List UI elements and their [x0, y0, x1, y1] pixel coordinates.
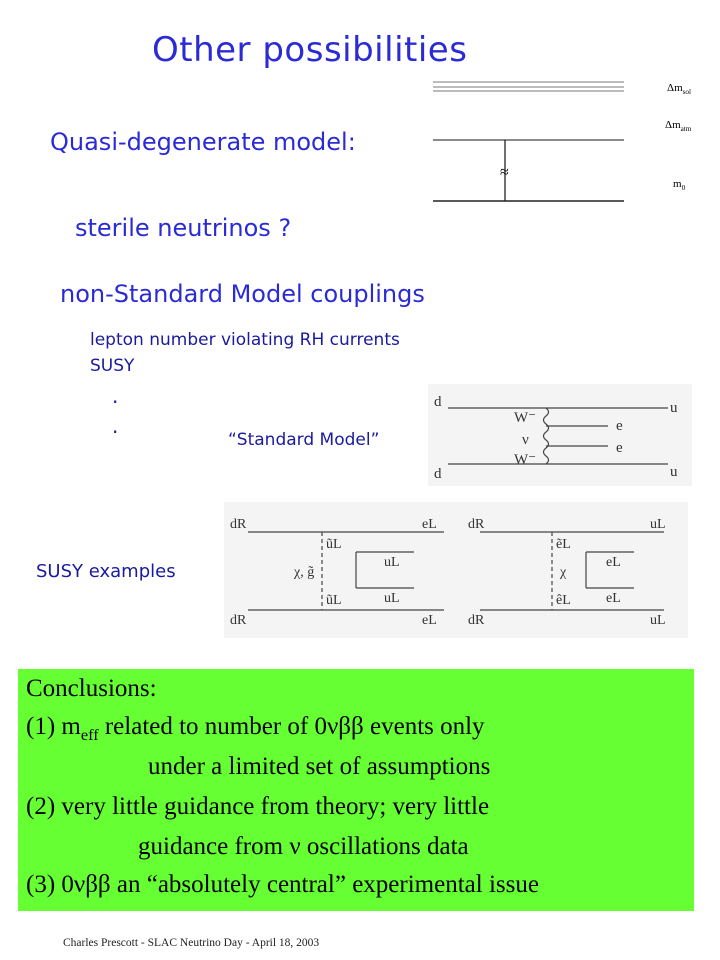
m0-label: m0 — [673, 178, 686, 193]
right-dR-bottom: dR — [468, 613, 485, 628]
left-uL-2: uL — [384, 591, 400, 606]
susy-examples-caption: SUSY examples — [36, 561, 176, 582]
left-eL-top: eL — [422, 517, 437, 532]
right-slepton-bottom: êL — [556, 593, 571, 608]
footer-credit: Charles Prescott - SLAC Neutrino Day - A… — [63, 937, 320, 949]
right-dR-top: dR — [468, 517, 485, 532]
d-bottom-label: d — [434, 466, 442, 482]
right-uL-bottom: uL — [650, 613, 666, 628]
u-top-label: u — [670, 400, 678, 416]
e-label-2: e — [616, 440, 623, 456]
dm-sol-label: Δmsol — [667, 82, 691, 97]
standard-model-caption: “Standard Model” — [228, 430, 380, 450]
dm-atm-label: Δmatm — [665, 119, 692, 134]
left-dR-top: dR — [230, 517, 247, 532]
conclusion-3: (3) 0νββ an “absolutely central” experim… — [26, 871, 539, 898]
conclusion-1-cont: under a limited set of assumptions — [148, 753, 491, 780]
page-title: Other possibilities — [152, 30, 468, 70]
conclusions-heading: Conclusions: — [26, 675, 157, 702]
left-dR-bottom: dR — [230, 613, 247, 628]
left-squark-bottom: ũL — [326, 593, 342, 608]
sterile-neutrinos-label: sterile neutrinos ? — [75, 214, 292, 242]
mass-level-diagram — [433, 81, 624, 202]
ellipsis-dot: . — [112, 384, 119, 408]
standard-model-feynman-diagram: d d u u W⁻ W⁻ ν e e — [428, 384, 692, 486]
right-uL-top: uL — [650, 517, 666, 532]
lepton-violating-item: lepton number violating RH currents — [90, 330, 400, 350]
right-eL-2: eL — [606, 591, 621, 606]
right-slepton-top: ẽL — [556, 537, 571, 552]
susy-item: SUSY — [90, 356, 135, 376]
e-label-1: e — [616, 418, 623, 434]
conclusion-2: (2) very little guidance from theory; ve… — [26, 793, 490, 820]
right-eL-1: eL — [606, 555, 621, 570]
d-top-label: d — [434, 394, 442, 410]
conclusion-1: (1) meff related to number of 0νββ event… — [26, 713, 485, 744]
nu-label: ν — [522, 432, 529, 448]
left-squark-top: ũL — [326, 537, 342, 552]
left-eL-bottom: eL — [422, 613, 437, 628]
right-chi: χ — [559, 565, 567, 580]
quasi-degenerate-label: Quasi-degenerate model: — [50, 128, 356, 156]
conclusions-panel: Conclusions: (1) meff related to number … — [18, 669, 694, 911]
left-neutralino: χ, g̃ — [293, 565, 314, 580]
non-standard-couplings-label: non-Standard Model couplings — [60, 280, 425, 308]
w-bottom-label: W⁻ — [514, 452, 536, 468]
ellipsis-dot: . — [112, 414, 119, 438]
left-uL-1: uL — [384, 555, 400, 570]
conclusion-2-cont: guidance from ν oscillations data — [138, 833, 469, 860]
susy-feynman-diagrams: dR dR eL eL ũL ũL χ, g̃ uL uL dR dR uL u… — [224, 502, 688, 638]
w-top-label: W⁻ — [514, 410, 536, 426]
approx-symbol: ≈ — [500, 164, 509, 181]
u-bottom-label: u — [670, 464, 678, 480]
